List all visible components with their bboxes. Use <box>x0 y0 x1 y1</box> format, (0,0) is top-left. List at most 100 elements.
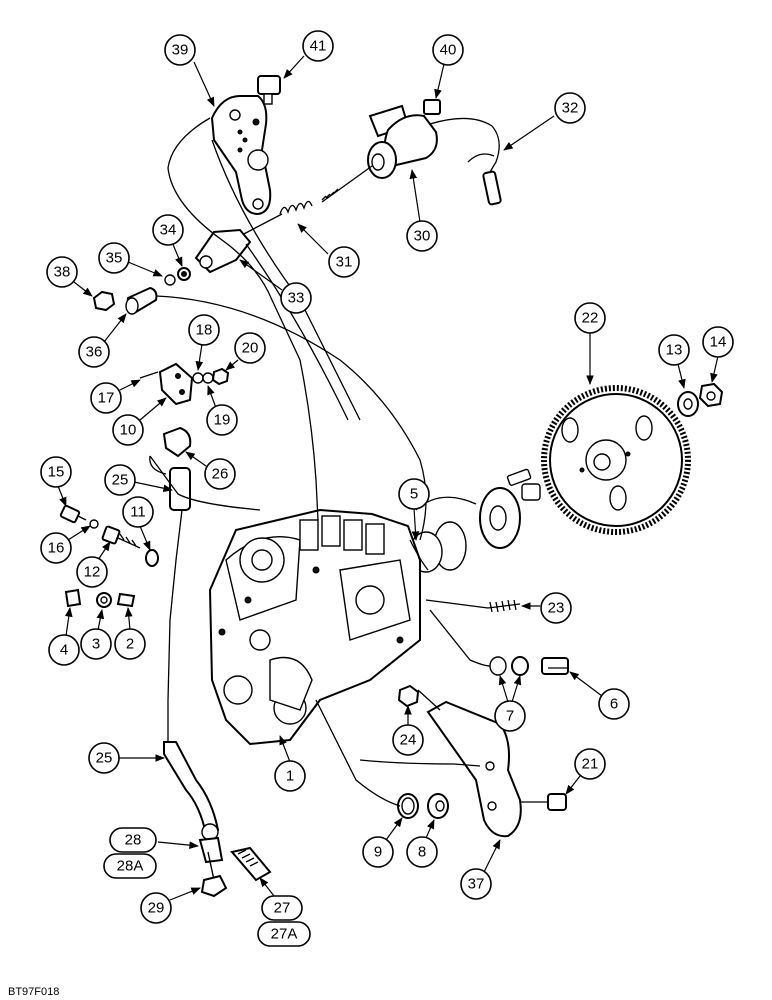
svg-text:9: 9 <box>374 844 382 861</box>
callout-8: 8 <box>406 819 438 868</box>
callout-20: 20 <box>225 332 266 371</box>
callout-41: 41 <box>283 30 334 79</box>
svg-text:13: 13 <box>666 342 683 359</box>
callout-3: 3 <box>80 609 112 660</box>
svg-text:27: 27 <box>274 900 291 917</box>
svg-text:22: 22 <box>582 310 599 327</box>
svg-text:1: 1 <box>286 768 294 785</box>
callout-28: 28 <box>109 827 199 853</box>
svg-text:30: 30 <box>414 228 431 245</box>
pipe-25-lower-drawing <box>163 741 220 841</box>
svg-text:25: 25 <box>96 750 113 767</box>
callout-6: 6 <box>569 671 630 720</box>
bracket-39-drawing <box>210 95 272 216</box>
svg-text:20: 20 <box>242 340 259 357</box>
callout-27A: 27A <box>257 921 311 947</box>
callout-34: 34 <box>152 214 184 267</box>
nut-29-drawing <box>200 874 228 898</box>
svg-text:31: 31 <box>336 254 353 271</box>
svg-text:10: 10 <box>120 422 137 439</box>
callout-31: 31 <box>297 223 360 278</box>
svg-text:18: 18 <box>196 322 213 339</box>
svg-text:28: 28 <box>125 832 142 849</box>
callout-26: 26 <box>185 451 236 490</box>
svg-text:4: 4 <box>60 642 68 659</box>
bolt-21-drawing <box>520 793 567 811</box>
callout-19: 19 <box>206 385 238 436</box>
tee-28-drawing <box>198 836 224 881</box>
connector-27-drawing <box>230 846 272 882</box>
callout-27: 27 <box>259 877 303 921</box>
hub-parts-drawing <box>409 468 541 573</box>
callout-7: 7 <box>494 675 526 732</box>
parts-drawing <box>59 75 724 898</box>
svg-text:40: 40 <box>440 42 457 59</box>
svg-text:3: 3 <box>92 636 100 653</box>
svg-text:11: 11 <box>130 504 146 521</box>
callout-23: 23 <box>521 592 572 624</box>
bracket-10-drawing <box>139 362 230 406</box>
svg-text:15: 15 <box>48 464 65 481</box>
stud-23-drawing <box>487 599 521 613</box>
fitting-4-drawing <box>64 588 82 608</box>
svg-text:5: 5 <box>410 486 418 503</box>
svg-text:2: 2 <box>126 636 134 653</box>
callout-1: 1 <box>274 735 306 792</box>
callout-10: 10 <box>112 397 167 446</box>
callout-13: 13 <box>658 334 690 389</box>
bolt-12-drawing <box>101 525 159 567</box>
svg-text:36: 36 <box>86 344 103 361</box>
callout-15: 15 <box>40 456 72 507</box>
solenoid-30-drawing <box>321 114 502 206</box>
svg-text:17: 17 <box>98 390 115 407</box>
svg-text:32: 32 <box>562 100 579 117</box>
washers-34-35-drawing <box>164 267 191 286</box>
svg-text:14: 14 <box>710 334 727 351</box>
svg-text:33: 33 <box>288 290 305 307</box>
svg-text:26: 26 <box>212 466 229 483</box>
o-ring-9-drawing <box>397 793 419 819</box>
fitting-2-drawing <box>116 592 136 608</box>
svg-text:23: 23 <box>548 600 565 617</box>
svg-text:12: 12 <box>84 564 101 581</box>
callout-9: 9 <box>362 817 403 868</box>
callout-12: 12 <box>76 541 111 588</box>
bolt-41-drawing <box>257 75 281 105</box>
svg-text:34: 34 <box>160 222 177 239</box>
callout-36: 36 <box>78 313 127 368</box>
washer-8-drawing <box>427 793 449 819</box>
callout-30: 30 <box>406 169 438 252</box>
svg-text:41: 41 <box>310 38 327 55</box>
svg-text:29: 29 <box>148 900 165 917</box>
svg-text:21: 21 <box>582 756 599 773</box>
injection-pump-1-drawing <box>208 508 421 746</box>
svg-text:8: 8 <box>418 844 426 861</box>
svg-text:16: 16 <box>48 540 65 557</box>
callout-14: 14 <box>702 326 734 383</box>
callout-29: 29 <box>140 887 201 924</box>
callout-16: 16 <box>40 525 91 564</box>
callout-25-upper: 25 <box>104 464 173 496</box>
callout-39: 39 <box>164 34 215 107</box>
bolt-6-drawing <box>541 657 569 675</box>
callout-40: 40 <box>432 34 464 99</box>
nut-14-drawing <box>698 382 724 408</box>
callout-37: 37 <box>460 839 501 900</box>
callout-17: 17 <box>90 379 141 414</box>
svg-text:38: 38 <box>54 264 71 281</box>
svg-text:37: 37 <box>468 876 485 893</box>
callout-32: 32 <box>503 92 586 151</box>
svg-text:28A: 28A <box>117 858 144 875</box>
svg-text:6: 6 <box>610 696 618 713</box>
callout-38: 38 <box>46 256 93 297</box>
svg-text:7: 7 <box>506 708 514 725</box>
svg-text:25: 25 <box>112 472 129 489</box>
washers-7-drawing <box>489 656 529 676</box>
bolt-15-drawing <box>59 504 99 529</box>
svg-text:35: 35 <box>106 250 123 267</box>
callout-35: 35 <box>98 242 163 277</box>
nut-38-drawing <box>92 290 116 312</box>
washer-3-drawing <box>96 592 112 608</box>
callout-24: 24 <box>392 705 424 756</box>
bracket-37-drawing <box>426 700 522 838</box>
